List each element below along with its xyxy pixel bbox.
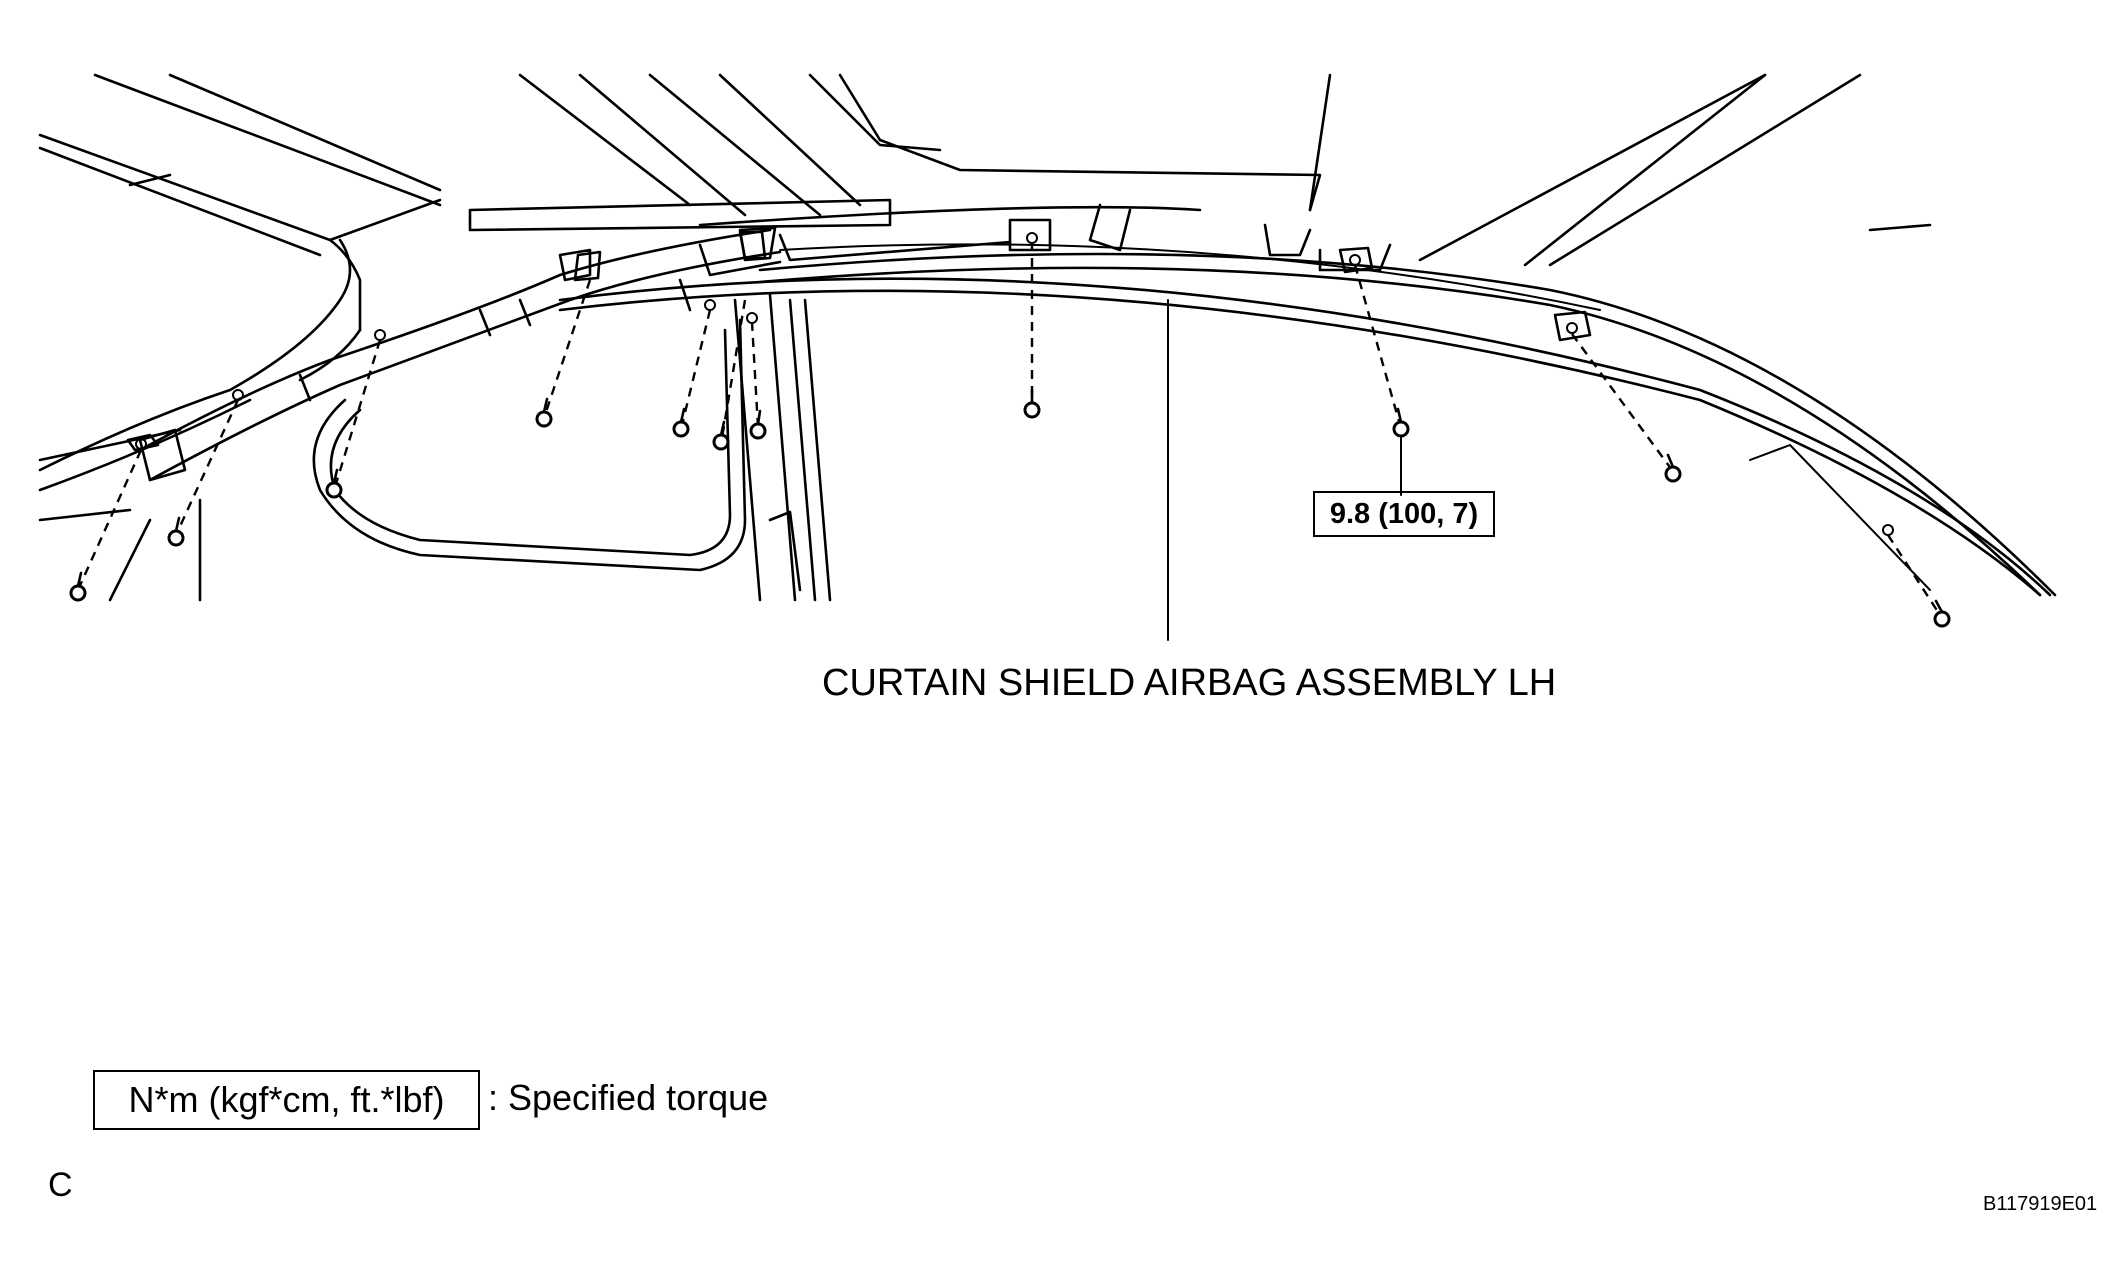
curtain-shield-airbag-assembly bbox=[138, 226, 1601, 482]
bolt-icon bbox=[712, 420, 730, 451]
figure-code: B117919E01 bbox=[1983, 1193, 2098, 1215]
bolt-icon bbox=[69, 571, 87, 602]
bolt-icon bbox=[1664, 453, 1682, 483]
clip-bracket-icon bbox=[1553, 310, 1592, 342]
bolt-icon bbox=[1933, 599, 1951, 628]
component-label: CURTAIN SHIELD AIRBAG ASSEMBLY LH bbox=[822, 662, 1557, 704]
bolt-icon bbox=[167, 516, 185, 547]
bolt-icon bbox=[672, 407, 690, 438]
bolt-icon bbox=[1023, 388, 1041, 419]
view-letter: C bbox=[48, 1166, 73, 1204]
legend-unit-box: N*m (kgf*cm, ft.*lbf) bbox=[93, 1070, 480, 1130]
clip-bracket-icon bbox=[126, 433, 160, 452]
vehicle-body-outline bbox=[38, 73, 2057, 602]
bolt-icon bbox=[535, 397, 553, 428]
clip-bracket-icon bbox=[738, 230, 767, 260]
clip-bracket-icon bbox=[573, 250, 602, 282]
bolt-icon bbox=[325, 468, 343, 499]
mounting-tabs bbox=[126, 230, 1894, 536]
bolt-icon bbox=[1392, 407, 1410, 438]
torque-spec-box: 9.8 (100, 7) bbox=[1313, 491, 1495, 537]
bolts bbox=[69, 388, 1951, 628]
clip-bracket-icon bbox=[1338, 246, 1374, 274]
bolt-icon bbox=[749, 409, 767, 440]
legend-description: : Specified torque bbox=[488, 1077, 769, 1118]
bolt-leader-lines bbox=[76, 242, 1942, 616]
